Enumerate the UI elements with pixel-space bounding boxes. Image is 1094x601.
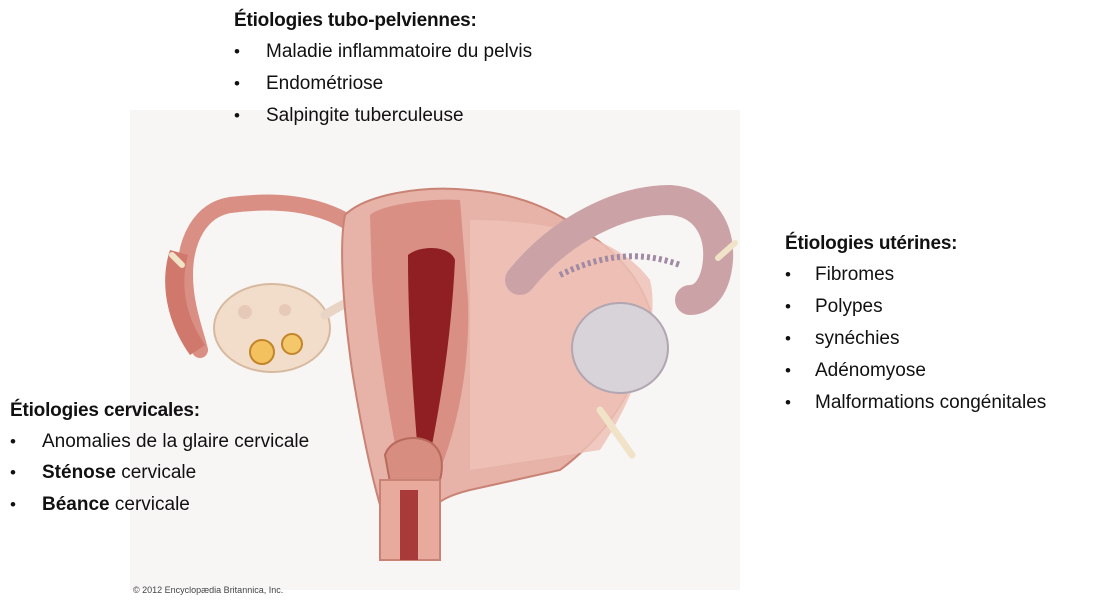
ovary-follicle bbox=[238, 305, 252, 319]
list-item: Malformations congénitales bbox=[785, 387, 1046, 419]
list-item: Endométriose bbox=[234, 68, 532, 100]
list-item: Béance cervicale bbox=[10, 489, 310, 521]
list-item: Polypes bbox=[785, 291, 1046, 323]
list-item: Anomalies de la glaire cervicale bbox=[10, 426, 310, 457]
tubo-pelvic-block: Étiologies tubo-pelviennes: Maladie infl… bbox=[234, 10, 532, 132]
ovary-follicle bbox=[250, 340, 274, 364]
list-item-term: Béance bbox=[42, 494, 110, 515]
vaginal-canal bbox=[400, 490, 418, 560]
tubo-pelvic-list: Maladie inflammatoire du pelvis Endométr… bbox=[234, 36, 532, 132]
list-item: Maladie inflammatoire du pelvis bbox=[234, 36, 532, 68]
ovary-follicle bbox=[282, 334, 302, 354]
uterine-heading: Étiologies utérines: bbox=[785, 233, 1046, 255]
list-item: synéchies bbox=[785, 323, 1046, 355]
image-credit: © 2012 Encyclopædia Britannica, Inc. bbox=[133, 585, 283, 595]
list-item: Fibromes bbox=[785, 259, 1046, 291]
list-item-term: Anomalies de la glaire cervicale bbox=[42, 431, 309, 452]
cervical-list: Anomalies de la glaire cervicale Sténose… bbox=[10, 426, 310, 521]
uterine-block: Étiologies utérines: Fibromes Polypes sy… bbox=[785, 233, 1046, 419]
list-item: Sténose cervicale bbox=[10, 457, 310, 489]
uterine-list: Fibromes Polypes synéchies Adénomyose Ma… bbox=[785, 259, 1046, 419]
list-item: Adénomyose bbox=[785, 355, 1046, 387]
list-item-rest: cervicale bbox=[116, 462, 196, 483]
cervical-block: Étiologies cervicales: Anomalies de la g… bbox=[10, 400, 310, 521]
tubo-pelvic-heading: Étiologies tubo-pelviennes: bbox=[234, 10, 532, 32]
list-item: Salpingite tuberculeuse bbox=[234, 100, 532, 132]
cervical-heading: Étiologies cervicales: bbox=[10, 400, 310, 422]
ovary-follicle bbox=[279, 304, 291, 316]
list-item-term: Sténose bbox=[42, 462, 116, 483]
right-ovary bbox=[572, 303, 668, 393]
list-item-rest: cervicale bbox=[110, 494, 190, 515]
